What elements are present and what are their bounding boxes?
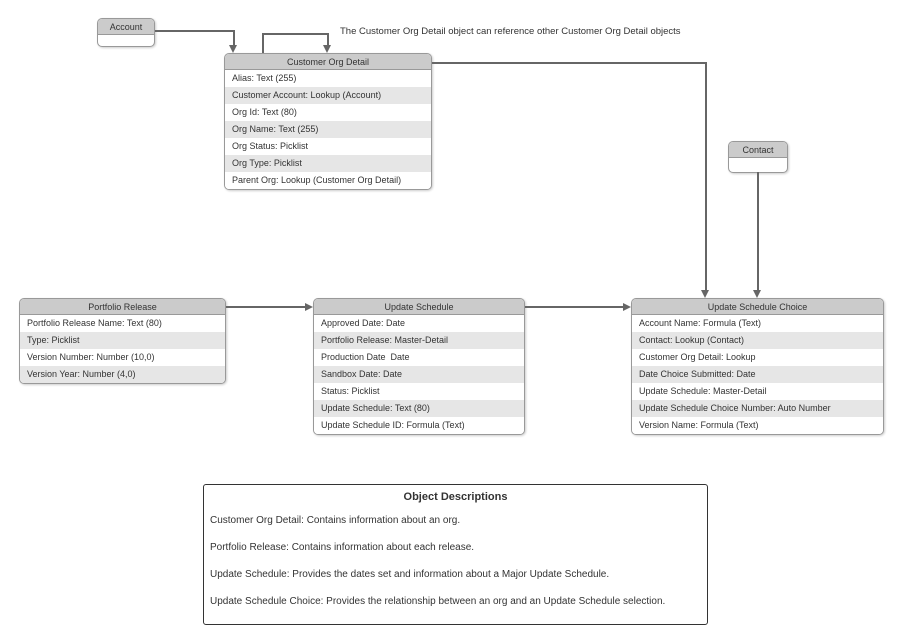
object-description-item: Update Schedule Choice: Provides the rel… [210, 596, 666, 607]
connector-account-to-customer-org-detail-segment [155, 30, 234, 32]
entity-field: Org Id: Text (80) [225, 104, 431, 121]
connector-account-to-customer-org-detail-segment [233, 30, 235, 45]
entity-field: Update Schedule Choice Number: Auto Numb… [632, 400, 883, 417]
entity-account-title: Account [98, 19, 154, 35]
object-descriptions-box: Object Descriptions Customer Org Detail:… [203, 484, 708, 625]
connector-contact-to-update-schedule-choice-arrowhead-icon [753, 290, 761, 298]
entity-update-schedule-choice-fields: Account Name: Formula (Text)Contact: Loo… [632, 315, 883, 434]
entity-contact-title: Contact [729, 142, 787, 158]
connector-update-schedule-to-update-schedule-choice-segment [525, 306, 623, 308]
entity-account-body [98, 35, 154, 46]
entity-field: Date Choice Submitted: Date [632, 366, 883, 383]
connector-customer-org-detail-self-arrowhead-icon [323, 45, 331, 53]
entity-field: Version Year: Number (4,0) [20, 366, 225, 383]
connector-portfolio-release-to-update-schedule-segment [226, 306, 305, 308]
entity-field: Contact: Lookup (Contact) [632, 332, 883, 349]
entity-field: Approved Date: Date [314, 315, 524, 332]
connector-customer-org-detail-to-update-schedule-choice-segment [432, 62, 706, 64]
entity-portfolio-release-title: Portfolio Release [20, 299, 225, 315]
entity-field: Alias: Text (255) [225, 70, 431, 87]
entity-field: Org Name: Text (255) [225, 121, 431, 138]
entity-update-schedule-title: Update Schedule [314, 299, 524, 315]
connector-customer-org-detail-to-update-schedule-choice-arrowhead-icon [701, 290, 709, 298]
entity-account: Account [97, 18, 155, 47]
connector-account-to-customer-org-detail-arrowhead-icon [229, 45, 237, 53]
entity-field: Portfolio Release Name: Text (80) [20, 315, 225, 332]
object-description-item: Portfolio Release: Contains information … [210, 542, 475, 553]
entity-update-schedule-choice: Update Schedule Choice Account Name: For… [631, 298, 884, 435]
entity-field: Org Status: Picklist [225, 138, 431, 155]
entity-field: Sandbox Date: Date [314, 366, 524, 383]
entity-field: Type: Picklist [20, 332, 225, 349]
entity-field: Update Schedule: Master-Detail [632, 383, 883, 400]
connector-update-schedule-to-update-schedule-choice-arrowhead-icon [623, 303, 631, 311]
entity-field: Status: Picklist [314, 383, 524, 400]
connector-customer-org-detail-to-update-schedule-choice-segment [705, 62, 707, 290]
object-description-item: Update Schedule: Provides the dates set … [210, 569, 610, 580]
entity-customer-org-detail-title: Customer Org Detail [225, 54, 431, 70]
self-reference-note: The Customer Org Detail object can refer… [340, 26, 681, 37]
entity-field: Update Schedule: Text (80) [314, 400, 524, 417]
entity-field: Production Date Date [314, 349, 524, 366]
object-descriptions-title: Object Descriptions [403, 491, 508, 503]
entity-customer-org-detail: Customer Org Detail Alias: Text (255)Cus… [224, 53, 432, 190]
entity-field: Customer Org Detail: Lookup [632, 349, 883, 366]
object-descriptions-list: Customer Org Detail: Contains informatio… [204, 515, 707, 607]
entity-field: Parent Org: Lookup (Customer Org Detail) [225, 172, 431, 189]
entity-update-schedule-choice-title: Update Schedule Choice [632, 299, 883, 315]
entity-field: Version Number: Number (10,0) [20, 349, 225, 366]
entity-field: Customer Account: Lookup (Account) [225, 87, 431, 104]
entity-field: Update Schedule ID: Formula (Text) [314, 417, 524, 434]
connector-customer-org-detail-self-segment [262, 33, 264, 53]
entity-contact: Contact [728, 141, 788, 173]
entity-field: Portfolio Release: Master-Detail [314, 332, 524, 349]
connector-portfolio-release-to-update-schedule-arrowhead-icon [305, 303, 313, 311]
entity-field: Org Type: Picklist [225, 155, 431, 172]
connector-customer-org-detail-self-segment [262, 33, 328, 35]
connector-customer-org-detail-self-segment [327, 33, 329, 45]
object-description-item: Customer Org Detail: Contains informatio… [210, 515, 461, 526]
entity-customer-org-detail-fields: Alias: Text (255)Customer Account: Looku… [225, 70, 431, 189]
entity-field: Account Name: Formula (Text) [632, 315, 883, 332]
entity-portfolio-release: Portfolio Release Portfolio Release Name… [19, 298, 226, 384]
entity-portfolio-release-fields: Portfolio Release Name: Text (80)Type: P… [20, 315, 225, 383]
entity-field: Version Name: Formula (Text) [632, 417, 883, 434]
connector-contact-to-update-schedule-choice-segment [757, 172, 759, 290]
entity-contact-body [729, 158, 787, 172]
